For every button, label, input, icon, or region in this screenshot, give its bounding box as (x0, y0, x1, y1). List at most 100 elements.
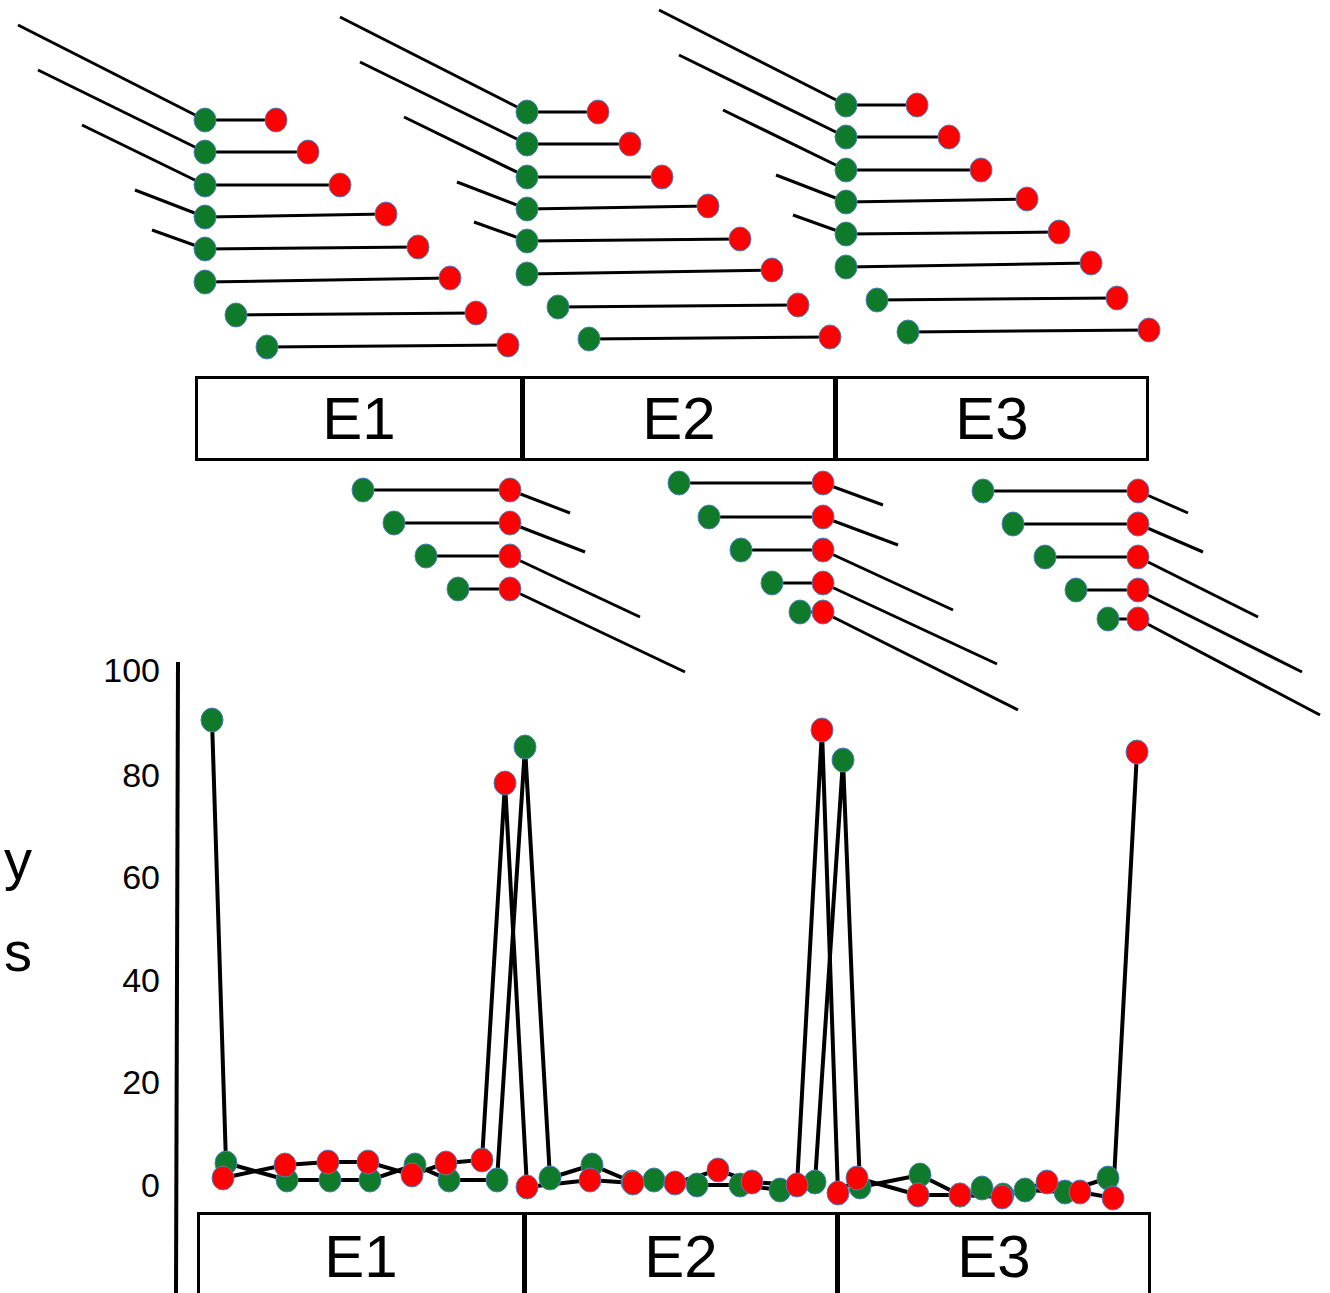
green-dot (194, 205, 216, 229)
read-line (236, 313, 476, 315)
red-dot (812, 505, 834, 529)
green-dot (194, 270, 216, 294)
green-dot (352, 478, 374, 502)
red-point (471, 1148, 493, 1172)
green-dot (730, 538, 752, 562)
red-dot (651, 165, 673, 189)
green-dot (789, 600, 811, 624)
read-line (38, 70, 205, 152)
exon-box: E1 (195, 376, 523, 461)
green-dot (668, 471, 690, 495)
green-dot (835, 93, 857, 117)
red-dot (1127, 607, 1149, 631)
read-line (679, 55, 846, 137)
red-point (827, 1181, 849, 1205)
green-dot (225, 303, 247, 327)
green-series-line (212, 720, 1108, 1195)
red-dot (787, 293, 809, 317)
red-dot (1138, 318, 1160, 342)
red-point (1126, 740, 1148, 764)
read-line (846, 136, 949, 139)
red-point (357, 1150, 379, 1174)
read-line (510, 523, 585, 552)
exon-box: E3 (837, 1212, 1151, 1293)
red-point (579, 1168, 601, 1192)
exon-label: E3 (957, 1227, 1030, 1287)
red-dot (729, 227, 751, 251)
read-line (1138, 619, 1320, 715)
red-point (212, 1166, 234, 1190)
red-dot (499, 478, 521, 502)
red-dot (329, 173, 351, 197)
read-line (394, 522, 510, 525)
tick-label: 40 (122, 963, 160, 997)
green-dot (516, 100, 538, 124)
green-dot (761, 571, 783, 595)
green-point (539, 1166, 561, 1190)
green-dot (516, 132, 538, 156)
green-point (643, 1168, 665, 1192)
green-dot (194, 140, 216, 164)
exon-box: E2 (522, 376, 836, 461)
green-dot (1034, 545, 1056, 569)
red-dot (499, 544, 521, 568)
red-point (991, 1185, 1013, 1209)
tick-label: 20 (122, 1065, 160, 1099)
read-line (205, 151, 308, 154)
green-dot (835, 222, 857, 246)
red-dot (812, 471, 834, 495)
green-point (949, 1183, 971, 1207)
red-point (516, 1175, 538, 1199)
axis-title-fragment: y (4, 832, 32, 888)
read-line (510, 589, 685, 672)
red-dot (619, 132, 641, 156)
exon-label: E3 (955, 389, 1028, 449)
read-line (877, 298, 1117, 300)
green-dot (194, 173, 216, 197)
red-point (707, 1158, 729, 1182)
red-dot (499, 577, 521, 601)
green-point (971, 1176, 993, 1200)
green-dot (516, 262, 538, 286)
green-dot (578, 327, 600, 351)
red-point (949, 1183, 971, 1207)
exon-label: E1 (322, 389, 395, 449)
red-dot (761, 258, 783, 282)
read-line (723, 110, 846, 170)
green-dot (383, 511, 405, 535)
read-line (205, 247, 418, 249)
read-line (510, 556, 640, 617)
red-series-line (223, 730, 1137, 1198)
red-dot (375, 202, 397, 226)
red-point (786, 1173, 808, 1197)
green-dot (415, 544, 437, 568)
red-point (401, 1163, 423, 1187)
red-point (1102, 1186, 1124, 1210)
read-line (205, 214, 386, 217)
read-line (823, 550, 953, 610)
green-point (686, 1173, 708, 1197)
green-dot (1097, 607, 1119, 631)
red-dot (697, 194, 719, 218)
read-line (741, 549, 823, 552)
read-line (426, 555, 510, 558)
red-dot (1127, 578, 1149, 602)
red-dot (265, 108, 287, 132)
red-point (846, 1166, 868, 1190)
red-point (435, 1151, 457, 1175)
red-dot (1127, 479, 1149, 503)
red-dot (297, 140, 319, 164)
red-dot (1080, 251, 1102, 275)
read-line (527, 143, 630, 146)
tick-label: 60 (122, 860, 160, 894)
green-dot (1002, 512, 1024, 536)
y-axis (176, 662, 178, 1293)
green-point (514, 735, 536, 759)
read-line (983, 490, 1138, 493)
read-line (589, 337, 830, 339)
read-line (679, 482, 823, 485)
chart (176, 662, 1148, 1293)
read-pairs (18, 10, 1320, 715)
read-line (527, 206, 708, 209)
read-line (1138, 557, 1258, 617)
